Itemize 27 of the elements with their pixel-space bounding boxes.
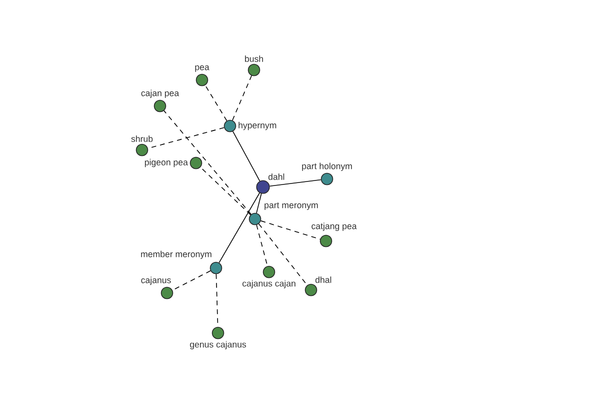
- connector: [256, 193, 262, 214]
- node-label: member meronym: [141, 250, 212, 259]
- connector: [269, 179, 322, 187]
- node-label: dhal: [315, 276, 332, 283]
- node-label: part holonym: [302, 162, 352, 171]
- connector: [232, 75, 252, 121]
- node-label: dahl: [268, 173, 284, 180]
- connector: [218, 192, 260, 264]
- connector: [164, 110, 252, 215]
- node-label: genus cajanus: [190, 341, 246, 350]
- node-label: pea: [195, 65, 210, 72]
- connector: [172, 270, 211, 291]
- connector: [200, 166, 251, 216]
- connector: [258, 223, 308, 286]
- connector: [204, 84, 228, 122]
- node-label: cajan pea: [141, 90, 180, 98]
- node-label: bush: [245, 55, 263, 62]
- node-label: cajanus cajan: [242, 280, 296, 288]
- node-label: part meronym: [264, 202, 318, 210]
- node-label: hypernym: [238, 122, 276, 130]
- node-label: pigeon pea: [144, 158, 188, 168]
- node-label: catjang pea: [312, 222, 357, 231]
- node-label: cajanus: [141, 276, 171, 285]
- connector: [256, 224, 268, 266]
- connector: [232, 131, 260, 182]
- connector: [260, 220, 321, 240]
- node-label: shrub: [131, 135, 153, 142]
